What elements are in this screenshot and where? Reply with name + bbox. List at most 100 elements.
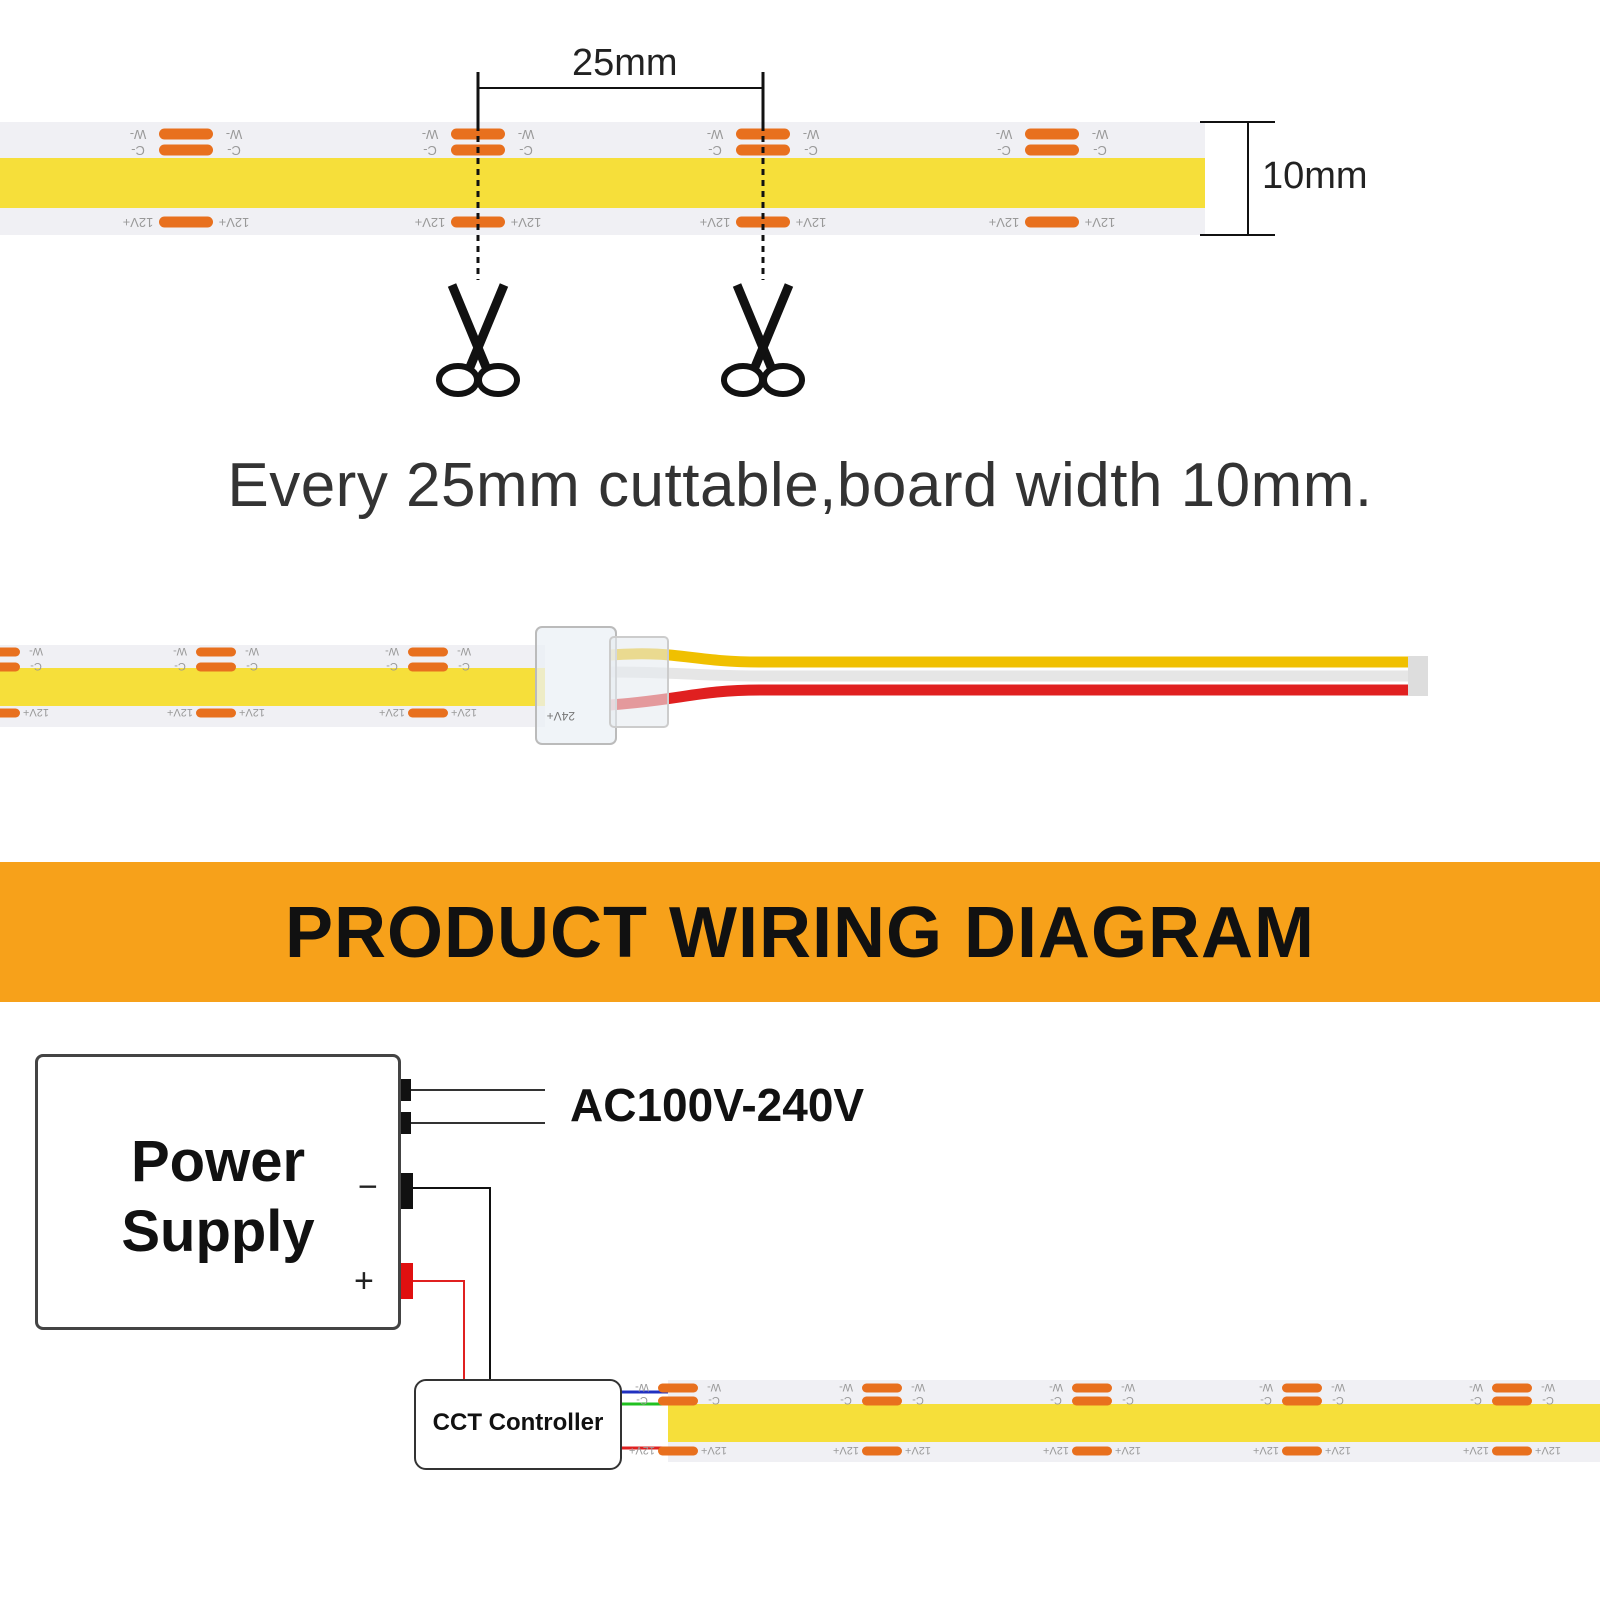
minus-sign: − [358,1168,378,1206]
pad-label: W- [1259,1381,1273,1393]
solder-pad [862,1446,902,1456]
pad-label: 12V+ [123,215,154,230]
pad-label: 12V+ [989,215,1020,230]
pad-label: C- [227,143,241,158]
pad-label: W- [29,645,43,657]
plus-sign: + [354,1262,374,1300]
pad-label: C- [997,143,1011,158]
solder-pad [159,128,213,140]
red-wire [609,684,1415,711]
ac-input-label: AC100V-240V [570,1079,865,1131]
pad-label: 12V+ [905,1444,931,1456]
solder-pads [658,1383,1532,1456]
pad-label: W- [457,645,471,657]
pad-label: W- [1121,1381,1135,1393]
solder-pads [159,128,1079,228]
pad-label: W- [635,1381,649,1393]
pad-label: W- [422,127,438,142]
pad-label: W- [226,127,242,142]
pad-label: C- [1122,1394,1134,1406]
pad-label: C- [1093,143,1107,158]
pad-label: W- [911,1381,925,1393]
pad-label: W- [707,127,723,142]
pad-label: C- [246,660,258,672]
pad-label: C- [519,143,533,158]
pad-label: C- [1332,1394,1344,1406]
solder-pad [658,1383,698,1393]
solder-pad [0,708,20,718]
pad-label: 12V+ [1085,215,1116,230]
solder-pad [196,647,236,657]
pad-label: 12V+ [1043,1444,1069,1456]
connector-label: 24V+ [547,709,575,723]
pad-label: 12V+ [1115,1444,1141,1456]
strip-phosphor [0,668,545,706]
solder-pad [1282,1446,1322,1456]
pad-label: W- [1541,1381,1555,1393]
pad-label: C- [840,1394,852,1406]
banner-title: PRODUCT WIRING DIAGRAM [285,893,1315,973]
solder-pad [1282,1396,1322,1406]
pad-label: 12V+ [1463,1444,1489,1456]
cuttable-caption: Every 25mm cuttable,board width 10mm. [227,451,1373,520]
solder-pad [862,1383,902,1393]
red-wire [413,1280,465,1380]
solder-pad [658,1446,698,1456]
solder-pad [1492,1446,1532,1456]
pad-labels: W-W-C-C-12V+12V+W-W-C-C-12V+12V+W-W-C-C-… [123,127,1116,230]
pad-label: W- [385,645,399,657]
pad-label: W- [1092,127,1108,142]
pad-label: 12V+ [239,706,265,718]
solder-pad [1072,1396,1112,1406]
solder-pad [196,662,236,672]
pad-label: W- [839,1381,853,1393]
pad-label: 12V+ [1535,1444,1561,1456]
pad-label: C- [423,143,437,158]
pad-label: W- [1049,1381,1063,1393]
solder-pad [658,1396,698,1406]
pad-label: 12V+ [1253,1444,1279,1456]
pad-label: 12V+ [796,215,827,230]
scissors-icon [721,283,805,397]
pad-label: 12V+ [701,1444,727,1456]
pad-label: 12V+ [1325,1444,1351,1456]
pad-label: 12V+ [379,706,405,718]
white-wire [609,666,1415,682]
solder-pad [1072,1446,1112,1456]
wiring-diagram: W-W-C-C-12V+12V+W-W-C-C-12V+12V+W-W-C-C-… [387,1079,1600,1462]
pad-label: C- [386,660,398,672]
pad-label: 12V+ [219,215,250,230]
strip-phosphor [668,1404,1600,1442]
pad-label: C- [458,660,470,672]
yellow-wire [609,648,1415,668]
pad-label: C- [30,660,42,672]
pad-label: C- [912,1394,924,1406]
pad-labels: W-W-C-C-12V+12V+W-W-C-C-12V+12V+W-W-C-C-… [629,1381,1561,1456]
solder-pad [408,708,448,718]
pad-label: C- [1050,1394,1062,1406]
pad-label: C- [708,143,722,158]
board-width-label: 10mm [1262,155,1368,197]
pad-label: C- [131,143,145,158]
pad-label: C- [1470,1394,1482,1406]
solder-pad [1025,144,1079,156]
pad-label: 12V+ [629,1444,655,1456]
solder-pad [1492,1383,1532,1393]
pad-label: 12V+ [415,215,446,230]
power-supply-box: Power Supply [35,1054,401,1330]
pad-label: W- [803,127,819,142]
pad-label: C- [1542,1394,1554,1406]
pad-label: W- [130,127,146,142]
solder-pad [0,662,20,672]
pad-label: W- [996,127,1012,142]
solder-pad [408,662,448,672]
wiring-banner: PRODUCT WIRING DIAGRAM [0,862,1600,1002]
solder-pad [862,1396,902,1406]
solder-pad [1492,1396,1532,1406]
power-supply-label: Power Supply [121,1129,315,1264]
pad-label: W- [518,127,534,142]
pad-label: 12V+ [167,706,193,718]
solder-pad [1072,1383,1112,1393]
pad-label: 12V+ [833,1444,859,1456]
segment-length-label: 25mm [572,42,678,84]
